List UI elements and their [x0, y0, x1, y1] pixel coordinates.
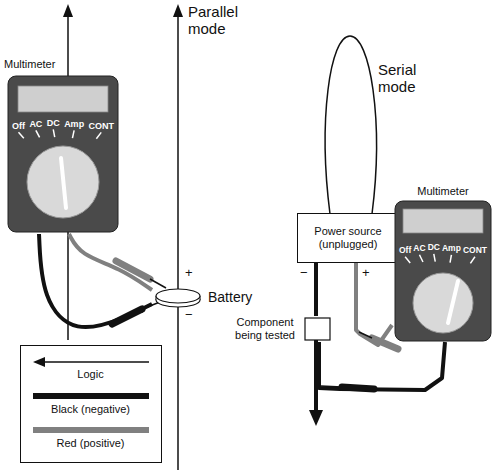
- multimeter-shape: [4, 58, 122, 234]
- dial-setting: AC: [29, 119, 42, 129]
- meter-body: [8, 76, 118, 232]
- legend-text: Red (positive): [21, 437, 160, 449]
- probe-handle: [372, 338, 398, 349]
- dial-tick: [72, 130, 74, 138]
- arrowhead: [63, 4, 73, 17]
- dial-tick: [19, 132, 24, 138]
- probe-wire: [319, 342, 445, 390]
- logic-line: [177, 14, 179, 470]
- selector-dial: [27, 146, 99, 218]
- probe-handle: [116, 261, 150, 279]
- probe-wire: [69, 234, 152, 290]
- battery-cell: [156, 289, 200, 303]
- probe-tip: [321, 386, 342, 387]
- battery: Battery: [152, 283, 264, 313]
- dial-setting: Amp: [64, 119, 84, 129]
- node-label: Component being tested: [228, 316, 302, 341]
- probe-wire: [314, 263, 318, 316]
- logic-arrow-middle: [173, 4, 183, 470]
- red-probe: [116, 261, 166, 288]
- arrowhead: [33, 357, 45, 367]
- mode-title: Serial mode: [378, 62, 434, 95]
- dial-setting: Off: [12, 121, 25, 131]
- meter-display: [403, 209, 483, 233]
- probe-tip: [150, 279, 166, 288]
- dial-tick: [419, 255, 423, 262]
- dial-tick: [53, 129, 54, 137]
- polarity-sign: +: [362, 266, 370, 280]
- component-under-test: Component being tested: [228, 316, 332, 342]
- probe-wire: [39, 234, 152, 327]
- device-label: Multimeter: [4, 58, 122, 71]
- dial-setting: Amp: [442, 244, 461, 254]
- black-wire-sample: [33, 393, 149, 399]
- probe-wire: [356, 263, 392, 345]
- selector-dial: [413, 273, 473, 333]
- red-probe: [359, 332, 398, 349]
- mode-title: Parallel mode: [188, 4, 250, 37]
- dial-setting: CONT: [463, 246, 487, 256]
- power-cord: [325, 36, 376, 214]
- polarity-sign: −: [300, 266, 308, 280]
- meter-display: [18, 86, 108, 112]
- dial-tick: [405, 257, 410, 263]
- probe-handle: [342, 387, 374, 389]
- dial-tick: [96, 132, 101, 138]
- dial-setting: Off: [399, 246, 411, 256]
- legend-text: Black (negative): [21, 403, 160, 415]
- component-box: [305, 318, 330, 340]
- dial-setting: AC: [413, 244, 425, 254]
- probe-handle: [112, 309, 142, 324]
- dial-setting: CONT: [89, 121, 115, 131]
- multimeter: MultimeterOff AC DC Amp CONT: [4, 58, 122, 234]
- legend-text: Logic: [21, 368, 160, 380]
- dial-tick: [470, 257, 475, 264]
- legend-box: LogicBlack (negative) Red (positive): [20, 345, 162, 463]
- multimeter: MultimeterOffACDCAmpCONT: [392, 185, 494, 342]
- dial-pointer: [61, 158, 66, 208]
- power-source-box: Power source (unplugged): [297, 213, 400, 263]
- dial-tick: [36, 130, 40, 137]
- dial-tick: [434, 254, 435, 262]
- logic-sample: [43, 361, 149, 363]
- dial-pointer: [448, 281, 458, 323]
- multimeter-shape: [392, 185, 494, 342]
- arrowhead: [173, 4, 183, 17]
- polarity-sign: +: [185, 266, 193, 280]
- node-label: Battery: [208, 289, 252, 305]
- node-label: Power source (unplugged): [302, 225, 394, 250]
- black-probe: [112, 302, 160, 324]
- black-probe: [321, 386, 374, 389]
- polarity-sign: −: [185, 308, 193, 322]
- dial-setting: DC: [47, 118, 60, 128]
- dial-setting: DC: [428, 243, 440, 253]
- device-label: Multimeter: [392, 185, 494, 198]
- probe-tip: [359, 332, 372, 338]
- meter-body: [395, 201, 491, 341]
- arrowhead: [309, 410, 323, 426]
- dial-tick: [450, 255, 451, 263]
- red-wire-sample: [33, 427, 149, 433]
